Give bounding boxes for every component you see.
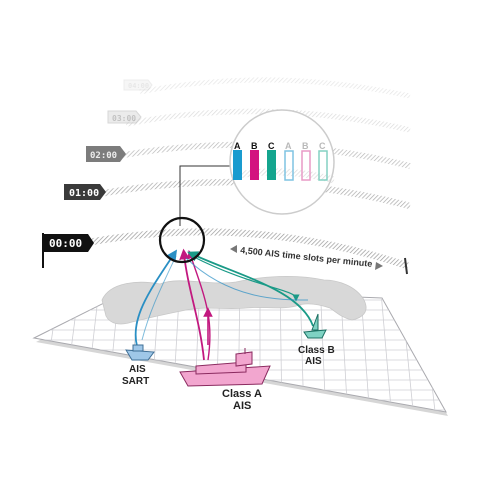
- time-label-03: 03:00: [112, 114, 136, 123]
- time-tag-04: 04:00: [123, 79, 153, 91]
- slot-bar-a: A: [233, 141, 242, 180]
- coastline-landmass: [101, 275, 367, 325]
- slot-magnifier: A B C A B C: [229, 109, 335, 215]
- class-b-signal-blue: [185, 257, 309, 301]
- slot-bar-a-next: A: [284, 141, 294, 181]
- class-b-signal-path-2: [191, 255, 300, 302]
- time-label-00: 00:00: [49, 237, 82, 250]
- signal-paths: [134, 248, 314, 361]
- slot-bar-c: C: [267, 141, 276, 180]
- caption-arrow-right-icon: [375, 262, 383, 270]
- time-label-04: 04:00: [128, 82, 149, 90]
- time-arc-04: [139, 77, 411, 99]
- slot-bar-c-next: C: [318, 141, 328, 181]
- slot-letter-b: B: [251, 141, 258, 151]
- slot-bar-b: B: [250, 141, 259, 180]
- class-b-label-line2: AIS: [305, 356, 322, 367]
- slot-letter-a: A: [234, 141, 241, 151]
- class-b-vessel: [303, 313, 327, 339]
- caption-arrow-left-icon: [230, 245, 237, 253]
- slot-window-circle: [158, 216, 206, 264]
- time-tag-02: 02:00: [86, 146, 126, 162]
- sart-label-line2: SART: [122, 376, 149, 387]
- time-arc-03: [125, 108, 411, 133]
- class-a-signal-path: [179, 248, 205, 361]
- sart-label-line1: AIS: [129, 364, 146, 375]
- time-arc-end-tick: [404, 257, 408, 275]
- time-label-01: 01:00: [69, 188, 99, 199]
- time-tag-03: 03:00: [107, 110, 142, 124]
- class-a-label-line2: AIS: [233, 400, 251, 412]
- slot-letter-c-next: C: [319, 141, 326, 151]
- slot-letter-b-next: B: [302, 141, 309, 151]
- slot-letter-c: C: [268, 141, 275, 151]
- slot-bar-b-next: B: [301, 141, 311, 181]
- class-a-label-line1: Class A: [222, 388, 262, 400]
- sart-signal-path: [134, 249, 177, 347]
- sart-vessel: [125, 344, 155, 361]
- time-arc-00: [69, 228, 410, 270]
- class-b-label-line1: Class B: [298, 345, 335, 356]
- sart-signal-return: [141, 255, 177, 341]
- slot-letter-a-next: A: [285, 141, 292, 151]
- zoom-connector-line: [179, 165, 238, 226]
- time-tag-01: 01:00: [64, 184, 106, 200]
- time-tag-00: 00:00: [42, 233, 94, 268]
- class-a-vessel: [179, 348, 271, 387]
- time-label-02: 02:00: [90, 151, 117, 161]
